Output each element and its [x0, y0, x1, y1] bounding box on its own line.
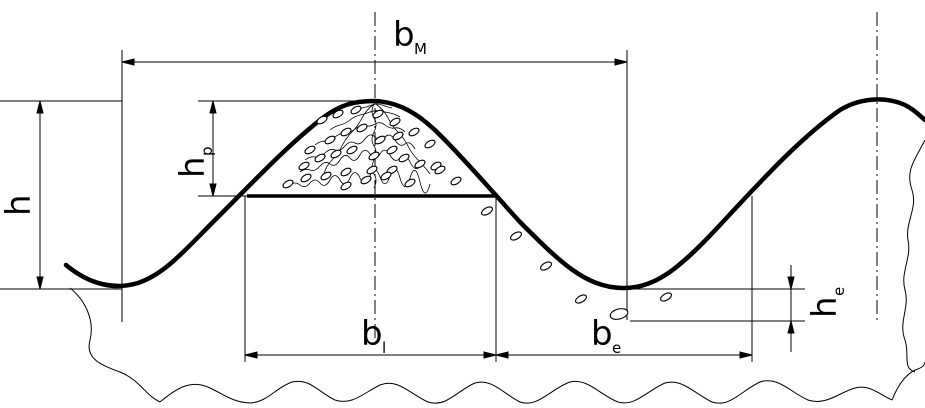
sediment-particle	[282, 179, 294, 189]
sediment-particle	[374, 135, 386, 145]
sediment-particle	[392, 131, 404, 141]
sediment-particle	[304, 145, 316, 155]
sediment-particle	[324, 135, 336, 145]
label-hp-sub: p	[198, 146, 216, 156]
sediment-particle	[314, 153, 326, 163]
sediment-particle	[450, 176, 462, 186]
label-hp-main: h	[173, 156, 213, 178]
label-bm-sub: M	[414, 40, 427, 58]
label-bm: b M	[393, 15, 427, 58]
dimension-be	[495, 351, 753, 359]
label-h-main: h	[0, 194, 39, 216]
sediment-particle	[368, 151, 380, 161]
sediment-particles	[282, 105, 462, 191]
sediment-particle	[320, 171, 332, 181]
rolling-particles	[481, 206, 672, 320]
label-be-main: b	[591, 314, 613, 354]
sediment-particle	[408, 127, 420, 137]
label-he-sub: e	[830, 287, 848, 296]
label-bl-main: b	[361, 314, 383, 354]
sediment-particle	[414, 159, 426, 169]
sediment-particle	[332, 109, 344, 119]
sediment-particle	[389, 117, 401, 127]
sediment-particle	[434, 165, 446, 175]
sediment-particle	[360, 175, 372, 185]
sediment-particle	[298, 161, 310, 171]
label-bl: b l	[361, 314, 386, 357]
dimension-hp	[209, 100, 217, 197]
label-hp: h p	[173, 146, 216, 178]
label-he: h e	[805, 287, 848, 318]
sediment-particle	[330, 149, 342, 159]
label-he-main: h	[805, 296, 845, 318]
sediment-particle	[300, 173, 312, 183]
sediment-particle	[340, 167, 352, 177]
sediment-particle	[340, 181, 352, 191]
sediment-particle	[386, 145, 398, 155]
dimension-bm	[121, 58, 628, 66]
extension-lines	[0, 50, 805, 362]
label-be: b e	[591, 314, 621, 357]
sediment-particle	[350, 105, 362, 115]
dimension-h	[36, 100, 44, 290]
sediment-particle	[346, 145, 358, 155]
label-bl-sub: l	[382, 339, 386, 357]
label-be-sub: e	[612, 339, 621, 357]
dimension-bl	[244, 351, 497, 359]
sediment-particle	[424, 139, 436, 149]
label-h: h	[0, 194, 39, 216]
sediment-particle	[316, 115, 328, 125]
sediment-particle	[340, 127, 352, 137]
sediment-particle	[380, 171, 392, 181]
sediment-particle	[398, 153, 410, 163]
label-bm-main: b	[393, 15, 415, 55]
sediment-particle	[366, 165, 378, 175]
wavy-boundary-right	[902, 139, 925, 373]
dimension-he	[787, 265, 795, 352]
sediment-particle	[404, 178, 416, 188]
sediment-particle	[356, 123, 368, 133]
wavy-boundary	[69, 287, 925, 404]
sediment-particle	[372, 109, 384, 119]
